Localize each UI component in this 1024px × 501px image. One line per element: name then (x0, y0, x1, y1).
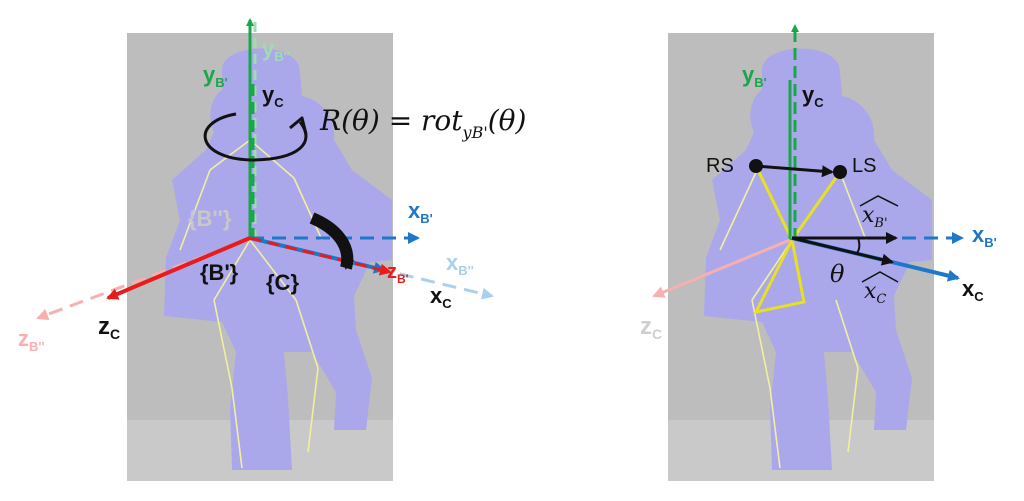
z-axis-c-faded-right (652, 238, 791, 298)
rotation-arrow-bottom (309, 212, 355, 270)
label-x-c-hat: xC (864, 279, 886, 307)
z-axis-b1-dashed (249, 236, 392, 276)
label-x-b1-right: xB' (972, 222, 997, 250)
label-ls: LS (852, 155, 876, 177)
label-y-b2: yB'' (262, 36, 290, 64)
hat-x-c (861, 271, 899, 283)
theta-arc (855, 237, 861, 255)
x-axis-b2-dashed (249, 236, 494, 300)
label-z-b2: zB'' (18, 326, 45, 354)
label-y-c: yC (262, 82, 284, 110)
label-x-c-right: xC (962, 276, 984, 304)
label-y-b1-right: yB' (742, 62, 767, 90)
label-z-c-right: zC (640, 313, 662, 342)
label-rotation-formula: R(θ) = rotyB'(θ) (319, 104, 526, 142)
label-y-c-right: yC (802, 82, 824, 110)
label-y-b1: yB' (203, 62, 228, 90)
label-frame-b2: {B''} (188, 206, 232, 231)
label-x-b1-hat: xB' (862, 203, 888, 231)
rs-joint (749, 159, 763, 173)
label-frame-b1: {B'} (200, 260, 239, 285)
z-axis-b2-dashed (36, 238, 249, 321)
left-panel: yB'' yB' yC R(θ) = rotyB'(θ) {B''} {B'} … (18, 18, 526, 481)
label-frame-c: {C} (266, 270, 299, 295)
z-axis-c-solid (106, 236, 251, 300)
label-x-b1: xB' (408, 198, 433, 226)
right-skeleton (719, 167, 867, 469)
hat-x-b1 (859, 195, 899, 207)
rotation-arrow-top (203, 112, 308, 162)
shoulder-vector (755, 164, 834, 178)
label-theta: θ (830, 260, 845, 288)
label-z-c: zC (98, 313, 120, 342)
ls-joint (833, 165, 847, 179)
right-panel: yB' yC RS LS xB' θ xC xB' xC zC (640, 24, 997, 481)
label-rs: RS (706, 155, 734, 177)
label-z-b1: zB' (387, 261, 409, 286)
right-body-silhouette (704, 48, 932, 470)
x-c-hat-vector (791, 236, 894, 266)
label-x-b2: xB'' (446, 250, 474, 278)
label-x-c: xC (430, 283, 452, 311)
